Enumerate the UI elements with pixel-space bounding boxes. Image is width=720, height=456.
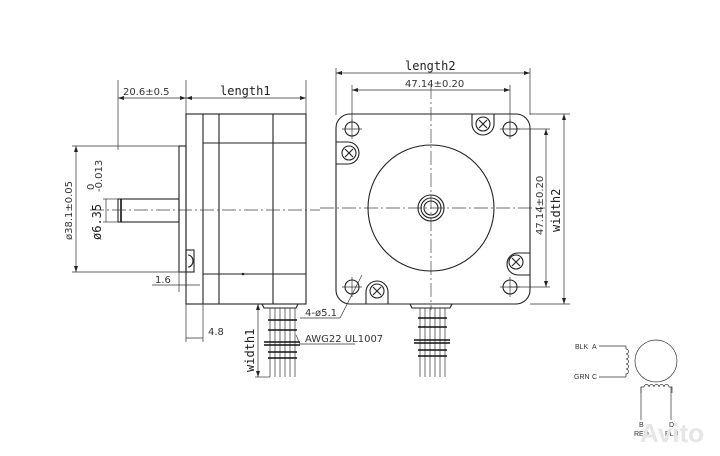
- hole-spacing-h-label: 47.14±0.20: [405, 79, 464, 90]
- front-view: length2 47.14±0.20 width2 47.14±0.20: [300, 59, 570, 377]
- screw: [336, 114, 530, 304]
- length2-label: length2: [405, 59, 456, 73]
- length1-label: length1: [220, 84, 271, 98]
- shaft-tol-lower: -0.013: [94, 160, 105, 192]
- pilot-depth-label: 1.6: [155, 275, 171, 286]
- wire-spec-label: AWG22 UL1007: [305, 334, 383, 345]
- width2-label: width2: [549, 189, 563, 232]
- shaft-length-label: 20.6±0.5: [123, 87, 170, 98]
- coil-d-color: BLU: [665, 431, 679, 438]
- coil-c-terminal: C: [592, 374, 597, 381]
- coil-b-color: RED: [634, 431, 649, 438]
- coil-a-color: BLK: [575, 344, 589, 351]
- wiring-diagram: BLK A GRN C B RED D BLU: [574, 339, 679, 438]
- coil-b-terminal: B: [639, 422, 644, 429]
- mount-hole-label: 4-ø5.1: [305, 308, 337, 319]
- watermark: Avito: [640, 418, 704, 448]
- coil-c-color: GRN: [574, 374, 590, 381]
- hole-spacing-v-label: 47.14±0.20: [535, 176, 546, 235]
- mount-hole: [342, 119, 520, 297]
- shaft-tol-upper: 0: [86, 184, 97, 190]
- shaft-diameter-label: ø6.35: [90, 204, 104, 240]
- coil-d-terminal: D: [669, 422, 674, 429]
- width1-label: width1: [243, 329, 257, 372]
- pilot-diameter-label: ø38.1±0.05: [64, 181, 75, 240]
- coil-a-terminal: A: [592, 344, 597, 351]
- side-view: 20.6±0.5 length1 ø38.1±0.05 ø6.35 0 -0.0…: [64, 80, 383, 378]
- flange-label: 4.8: [208, 327, 224, 338]
